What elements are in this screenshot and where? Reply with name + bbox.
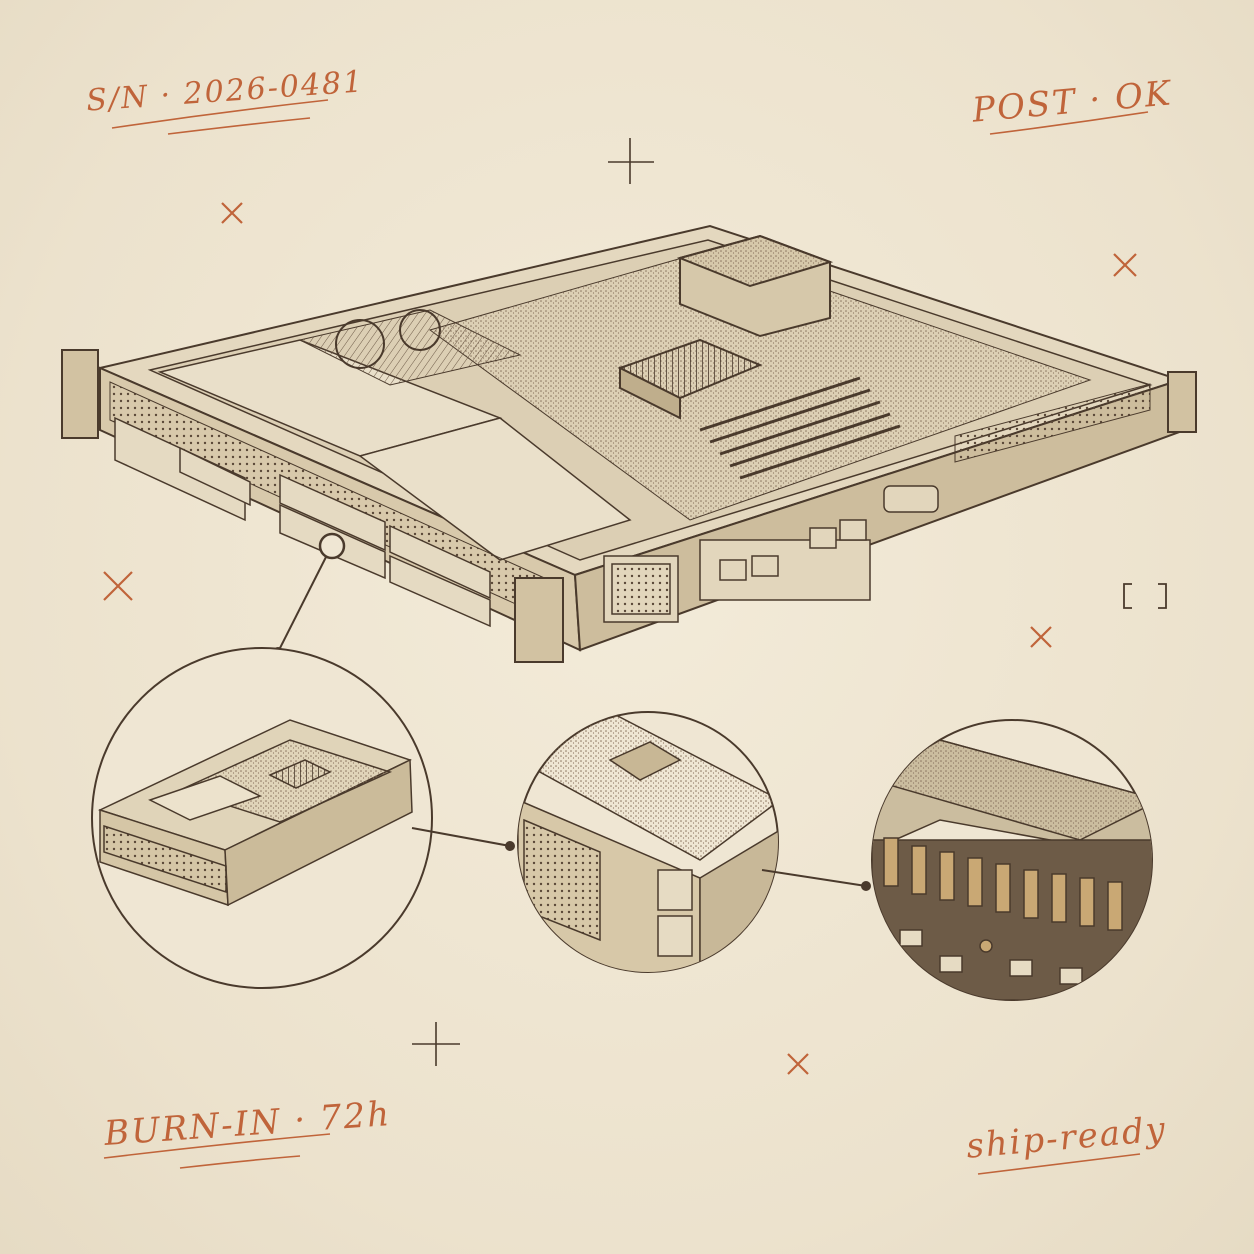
callout-line-1 [411, 827, 511, 847]
bracket-marker-icon [1123, 583, 1167, 609]
detail-circle-overview [91, 647, 433, 989]
detail-circle-connector [871, 719, 1153, 1001]
callout-line-2 [761, 869, 867, 887]
detail-circle-drive-bay [517, 711, 779, 973]
annotation-underlines [103, 99, 1149, 1175]
callout-marker [318, 532, 346, 560]
cross-mark-icon [103, 202, 1137, 1075]
callout-line-main [277, 556, 327, 653]
server-chassis [61, 224, 1197, 663]
crosshair-icon [412, 138, 654, 1066]
